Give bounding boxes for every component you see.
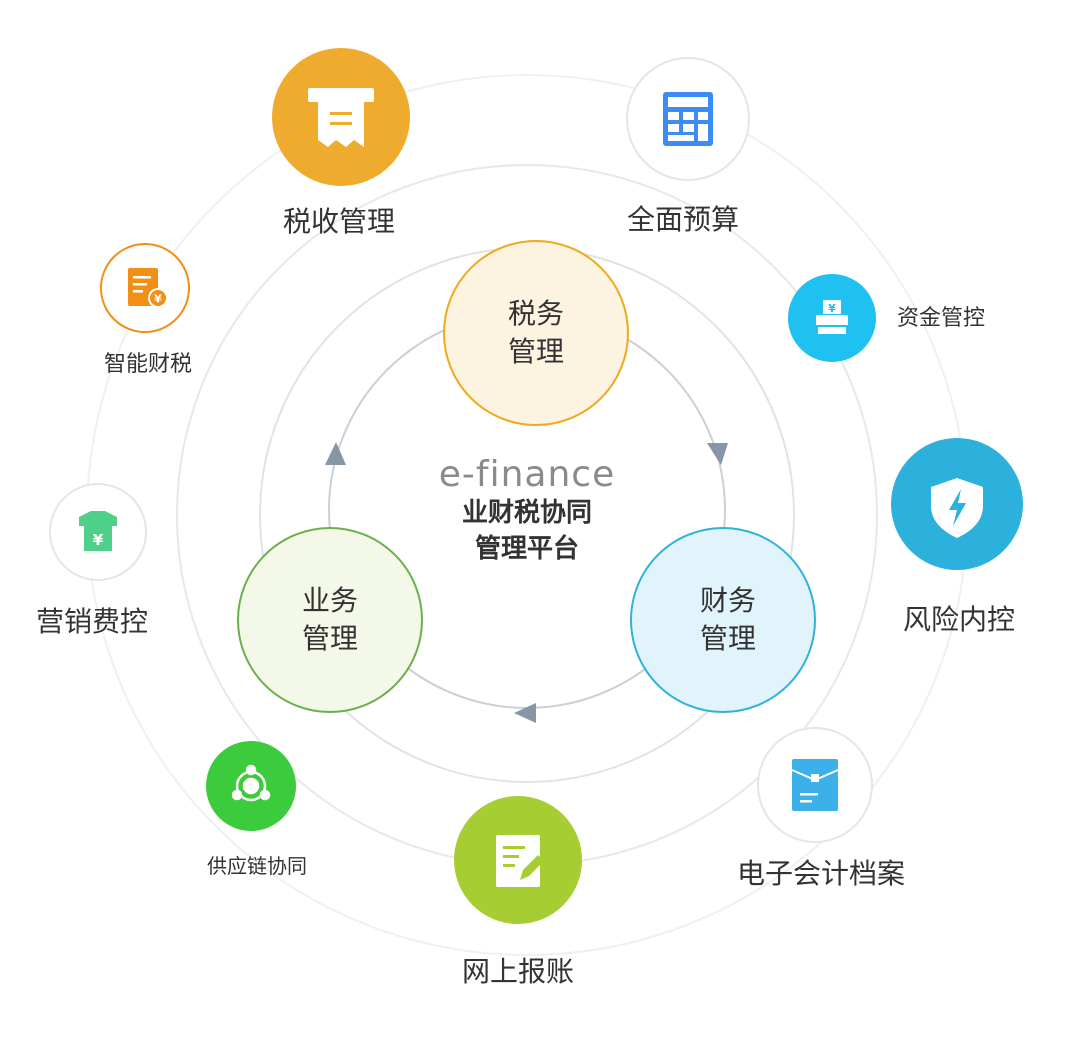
- label-fund-control[interactable]: 资金管控: [896, 306, 986, 331]
- core-label-finance-line1: 财务: [699, 584, 756, 617]
- fund-control-node[interactable]: ¥: [788, 274, 876, 362]
- shirt-yen-icon: ¥: [79, 511, 117, 551]
- core-label-finance-line2: 管理: [699, 622, 756, 655]
- core-label-business-line2: 管理: [301, 622, 358, 655]
- folder-icon: [791, 759, 839, 811]
- cycle-arrow-bottom: [514, 703, 536, 723]
- center-title-line2: 管理平台: [474, 534, 580, 564]
- label-online-reimburse[interactable]: 网上报账: [461, 955, 575, 988]
- svg-text:¥: ¥: [154, 293, 162, 306]
- center-title-block: e-finance 业财税协同 管理平台: [439, 455, 615, 567]
- label-budget[interactable]: 全面预算: [626, 203, 740, 236]
- receipt-icon: [308, 88, 374, 147]
- core-label-tax-line1: 税务: [507, 297, 564, 330]
- core-label-finance: 财务 管理: [683, 582, 773, 658]
- center-brand: e-finance: [438, 454, 616, 495]
- core-circle-finance[interactable]: [630, 527, 816, 713]
- label-e-archive[interactable]: 电子会计档案: [736, 857, 906, 890]
- label-risk-control[interactable]: 风险内控: [902, 603, 1016, 636]
- network-icon: [231, 764, 271, 802]
- e-archive-node[interactable]: [757, 727, 873, 843]
- tax-collection-node[interactable]: [272, 48, 410, 186]
- cycle-arrow-left: [325, 442, 346, 465]
- core-circle-tax[interactable]: [443, 240, 629, 426]
- calculator-icon: [663, 92, 713, 146]
- core-label-tax-line2: 管理: [507, 335, 564, 368]
- shield-lightning-icon: [931, 478, 983, 538]
- marketing-cost-node[interactable]: ¥: [49, 483, 147, 581]
- label-marketing-cost[interactable]: 营销费控: [35, 605, 149, 638]
- core-label-tax: 税务 管理: [491, 295, 581, 371]
- core-label-business: 业务 管理: [285, 582, 375, 658]
- cash-register-icon: ¥: [816, 300, 848, 334]
- svg-text:¥: ¥: [828, 302, 836, 315]
- label-smart-tax[interactable]: 智能财税: [103, 352, 193, 377]
- label-tax-collection[interactable]: 税收管理: [282, 205, 396, 238]
- invoice-yen-icon: ¥: [128, 268, 168, 308]
- budget-node[interactable]: [626, 57, 750, 181]
- smart-tax-node[interactable]: ¥: [100, 243, 190, 333]
- core-circle-business[interactable]: [237, 527, 423, 713]
- label-supply-chain[interactable]: 供应链协同: [207, 854, 307, 878]
- center-title-line1: 业财税协同: [461, 498, 593, 528]
- core-label-business-line1: 业务: [301, 584, 358, 617]
- risk-control-node[interactable]: [891, 438, 1023, 570]
- supply-chain-node[interactable]: [206, 741, 296, 831]
- cycle-arrow-right: [707, 443, 728, 465]
- online-reimburse-node[interactable]: [454, 796, 582, 924]
- svg-text:¥: ¥: [93, 531, 104, 549]
- document-edit-icon: [496, 835, 544, 887]
